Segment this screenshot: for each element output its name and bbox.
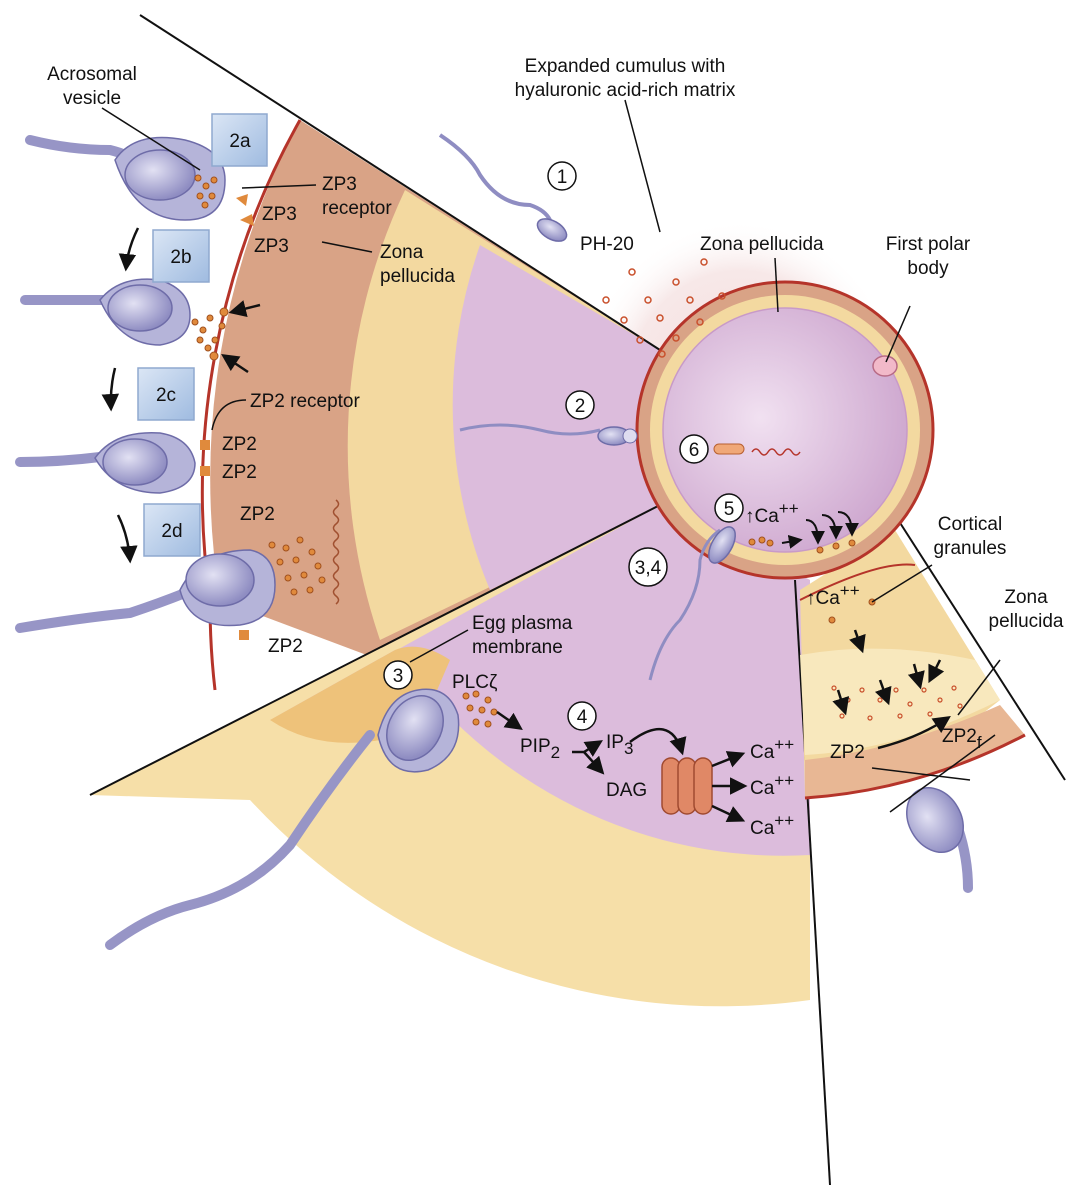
- label-egg-plasma-membrane-2: membrane: [472, 637, 563, 658]
- label-zona-pellucida-left-1: Zona: [380, 242, 424, 263]
- circled-5: 5: [714, 493, 744, 523]
- label-zp3-receptor-1: ZP3: [322, 174, 357, 195]
- step-box-2b: 2b: [152, 229, 210, 283]
- step-label-2c: 2c: [156, 385, 176, 406]
- label-ph20: PH-20: [580, 234, 634, 255]
- egg: [635, 280, 935, 580]
- label-zona-pellucida-right-2: pellucida: [989, 611, 1064, 632]
- svg-text:3: 3: [393, 666, 404, 687]
- svg-text:6: 6: [689, 440, 700, 461]
- label-expanded-cumulus-1: Expanded cumulus with: [525, 56, 726, 77]
- cumulus-granules: [602, 258, 726, 358]
- signaling-arrows: [496, 710, 748, 823]
- first-polar-body: [872, 355, 898, 377]
- sperm-tail-remnant: [751, 448, 801, 456]
- svg-text:3,4: 3,4: [635, 558, 662, 579]
- circled-2: 2: [565, 390, 595, 420]
- label-ca-3: Ca++: [750, 811, 794, 839]
- label-zp2-right: ZP2: [830, 742, 865, 763]
- label-zp2-d: ZP2: [268, 636, 303, 657]
- label-zona-pellucida-top: Zona pellucida: [700, 234, 824, 255]
- step-label-2d: 2d: [161, 521, 182, 542]
- label-zp2-a: ZP2: [222, 434, 257, 455]
- sperm-2c: [15, 431, 196, 494]
- label-plc-zeta: PLCζ: [452, 672, 498, 693]
- sperm-2d: [15, 549, 276, 633]
- arrows-2b: [221, 300, 261, 374]
- sector-line-middle: [89, 504, 661, 796]
- label-first-polar-body-2: body: [907, 258, 949, 279]
- sperm-zona: [459, 423, 638, 446]
- label-dag: DAG: [606, 780, 647, 801]
- zp3-site: [240, 214, 254, 226]
- ca-granules: [748, 536, 856, 554]
- step-box-2a: 2a: [211, 113, 268, 167]
- label-zona-pellucida-left-2: pellucida: [380, 266, 455, 287]
- label-zp2-receptor: ZP2 receptor: [250, 391, 360, 412]
- sperm-entering: [648, 526, 736, 681]
- sperm-2a: [25, 135, 226, 221]
- label-zp3-receptor-2: receptor: [322, 198, 392, 219]
- magnified-sector: [90, 119, 810, 1007]
- cortical-arrows: [832, 629, 951, 750]
- zp3-receptor-site: [236, 194, 248, 206]
- acrosome-granules-2b: [191, 307, 229, 361]
- acrosome-granules-2a: [194, 174, 218, 209]
- svg-text:2: 2: [575, 396, 586, 417]
- label-zp2f: ZP2f: [942, 726, 982, 752]
- sector-line-right: [894, 514, 1066, 781]
- sperm-cumulus: [438, 133, 568, 242]
- svg-text:4: 4: [577, 707, 588, 728]
- label-acrosomal-vesicle-2: vesicle: [63, 88, 121, 109]
- zp2-receptor-site-b: [200, 466, 210, 476]
- step-label-2b: 2b: [170, 247, 191, 268]
- circled-6: 6: [679, 434, 709, 464]
- sector-line-bottom: [794, 579, 831, 1186]
- label-ca-up-5: ↑Ca++: [745, 499, 799, 527]
- svg-text:1: 1: [557, 167, 568, 188]
- label-zp2-b: ZP2: [222, 462, 257, 483]
- label-ca-1: Ca++: [750, 735, 794, 763]
- sperm-pronucleus: [713, 443, 745, 455]
- label-cortical-granules-1: Cortical: [938, 514, 1002, 535]
- circled-3-4: 3,4: [628, 547, 668, 587]
- label-acrosomal-vesicle-1: Acrosomal: [47, 64, 137, 85]
- label-cortical-granules-2: granules: [934, 538, 1007, 559]
- circled-3: 3: [383, 660, 413, 690]
- zona-modification: [332, 499, 340, 605]
- label-ip3: IP3: [606, 732, 633, 758]
- label-zp3-a: ZP3: [262, 204, 297, 225]
- label-zona-pellucida-right-1: Zona: [1004, 587, 1048, 608]
- label-zp2-c: ZP2: [240, 504, 275, 525]
- step-box-2d: 2d: [143, 503, 201, 557]
- label-egg-plasma-membrane-1: Egg plasma: [472, 613, 573, 634]
- label-pip2: PIP2: [520, 736, 560, 762]
- circled-4: 4: [567, 701, 597, 731]
- zp2-receptor-site-a: [200, 440, 210, 450]
- sperm-fusion: [105, 688, 460, 950]
- label-ca-up-right: ↑Ca++: [806, 581, 860, 609]
- label-zp3-b: ZP3: [254, 236, 289, 257]
- label-expanded-cumulus-2: hyaluronic acid-rich matrix: [515, 80, 736, 101]
- cortical-granule-dots: [831, 685, 963, 721]
- plc-granules: [462, 690, 498, 728]
- sperm-2b: [20, 278, 191, 346]
- sector-line-top: [139, 14, 661, 351]
- granules-2d: [268, 536, 326, 596]
- label-first-polar-body-1: First polar: [886, 234, 971, 255]
- label-ca-2: Ca++: [750, 771, 794, 799]
- svg-text:5: 5: [724, 499, 735, 520]
- step-box-2c: 2c: [137, 367, 195, 421]
- step-label-2a: 2a: [229, 131, 251, 152]
- sequence-arrows: [101, 227, 140, 564]
- sperm-blocked: [906, 787, 973, 893]
- ca-arrows: [781, 511, 859, 549]
- circled-1: 1: [547, 161, 577, 191]
- zp2-site-2d: [239, 630, 249, 640]
- ip3-receptor-channel: [661, 757, 713, 815]
- leader-lines: [101, 99, 1001, 813]
